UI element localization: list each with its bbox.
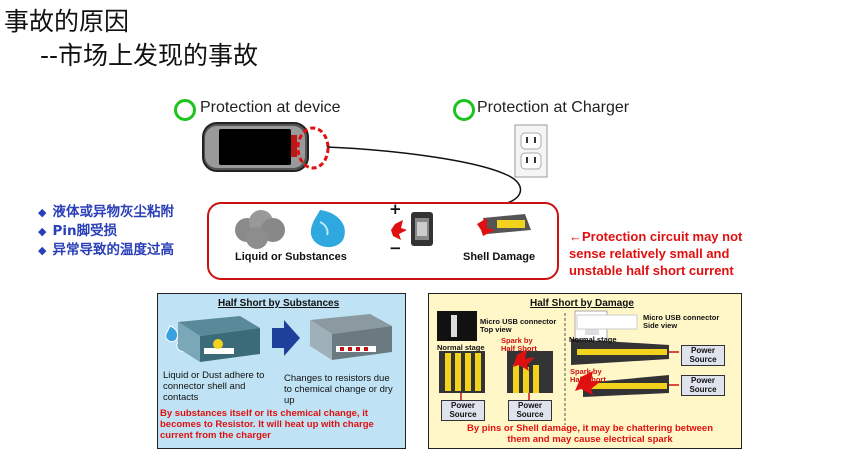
spark-icon xyxy=(391,220,407,240)
phone-icon xyxy=(202,122,309,172)
cause-list: ◆液体或异物灰尘粘附 ◆Pin脚受损 ◆异常导致的温度过高 xyxy=(38,203,174,260)
cable-photo xyxy=(576,314,638,330)
spark-icon xyxy=(575,371,601,395)
side-view-normal-connector xyxy=(571,339,669,365)
phone-charger-illustration xyxy=(202,122,548,204)
power-source-box: Power Source xyxy=(441,400,485,421)
panel-left-desc2: Changes to resistors due to chemical cha… xyxy=(284,373,393,406)
connector-highlight-ring xyxy=(296,126,330,170)
power-source-box: Power Source xyxy=(681,345,725,366)
power-source-box: Power Source xyxy=(681,375,725,396)
protection-charger-label: Protection at Charger xyxy=(477,99,630,116)
spark-icon xyxy=(513,349,535,371)
spark-icon xyxy=(477,218,495,236)
damage-illustration xyxy=(437,310,679,425)
side-view-label: Micro USB connector Side view xyxy=(643,313,720,330)
failure-icons xyxy=(235,210,531,249)
minus-sign: − xyxy=(389,239,402,257)
panel-left-desc1: Liquid or Dust adhere to connector shell… xyxy=(163,370,265,403)
panel-right-title: Half Short by Damage xyxy=(530,298,634,309)
panel-left-title: Half Short by Substances xyxy=(218,298,340,309)
power-source-box: Power Source xyxy=(508,400,552,421)
spark-label-top: Spark by Half Short xyxy=(501,336,537,353)
connector-before-icon xyxy=(178,316,260,362)
top-view-normal-connector xyxy=(439,351,485,393)
normal-stage-label-side: Normal stage xyxy=(569,335,617,344)
diamond-bullet-icon: ◆ xyxy=(38,206,47,219)
wall-outlet-icon xyxy=(514,124,548,178)
connector-after-icon xyxy=(310,314,392,360)
list-item: ◆Pin脚受损 xyxy=(38,223,118,239)
protection-warning: ←Protection circuit may not sense relati… xyxy=(569,229,743,278)
protection-device-label: Protection at device xyxy=(200,99,341,116)
arrow-right-icon xyxy=(272,320,300,356)
page-title: 事故的原因 xyxy=(4,7,130,36)
charger-cable xyxy=(326,146,522,204)
list-item: ◆异常导致的温度过高 xyxy=(38,242,174,258)
side-view-damaged-connector xyxy=(575,371,669,397)
shell-damage-icon xyxy=(477,214,531,236)
liquid-label: Liquid or Substances xyxy=(235,251,347,263)
usb-connector-icon xyxy=(391,212,433,246)
spark-label-side: Spark by Half Short xyxy=(570,367,606,384)
normal-stage-label: Normal stage xyxy=(437,343,485,352)
diamond-bullet-icon: ◆ xyxy=(38,225,47,238)
shell-damage-label: Shell Damage xyxy=(463,251,536,263)
dust-cloud-icon xyxy=(235,210,285,249)
green-circle-icon xyxy=(174,99,196,121)
top-view-label: Micro USB connector Top view xyxy=(480,317,557,334)
plus-sign: + xyxy=(389,200,402,218)
page-subtitle: --市场上发现的事故 xyxy=(40,41,259,70)
green-circle-icon xyxy=(453,99,475,121)
list-item: ◆液体或异物灰尘粘附 xyxy=(38,204,174,220)
panel-right-red-note: By pins or Shell damage, it may be chatt… xyxy=(466,423,713,445)
substances-illustration xyxy=(165,314,392,362)
top-view-damaged-connector xyxy=(507,349,553,393)
panel-left-red-note: By substances itself or its chemical cha… xyxy=(160,408,374,441)
diamond-bullet-icon: ◆ xyxy=(38,244,47,257)
water-drop-icon xyxy=(310,210,345,248)
